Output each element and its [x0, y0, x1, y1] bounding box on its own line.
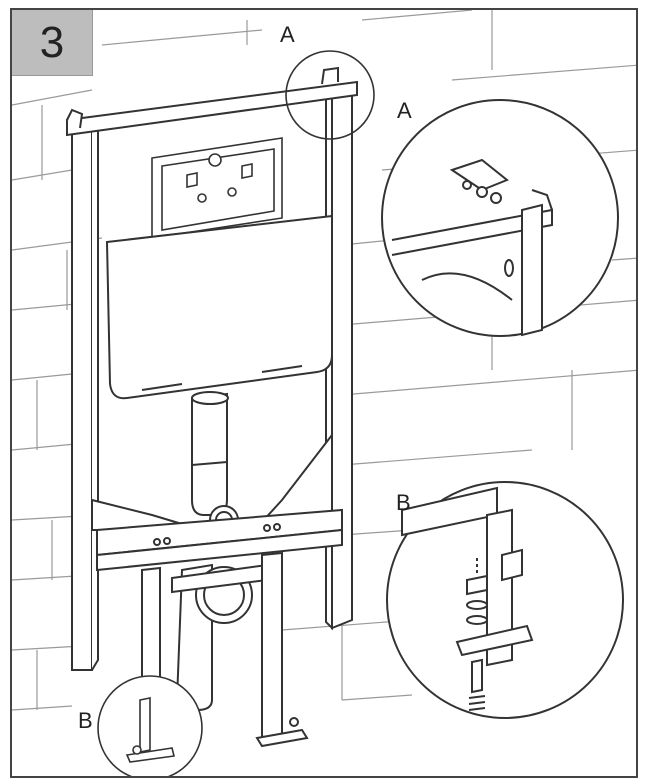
flush-pipe [191, 391, 239, 535]
callout-label-b-marker: B [78, 708, 93, 733]
drain-connector [171, 563, 268, 711]
callout-label-a-marker: A [280, 22, 295, 47]
callout-label-a-detail: A [397, 98, 412, 123]
instruction-panel: 3 A A B B [10, 8, 638, 778]
cistern [105, 214, 333, 400]
callout-label-b-detail: B [396, 490, 411, 515]
top-rail [66, 66, 358, 137]
lower-crossbar [91, 432, 343, 572]
step-number-badge: 3 [12, 10, 93, 76]
installation-illustration [12, 10, 636, 776]
detail-marker-b [97, 675, 203, 776]
mounting-plate [151, 137, 283, 239]
detail-zoom-a [381, 99, 619, 337]
detail-zoom-b [386, 481, 624, 719]
detail-marker-a [285, 50, 375, 140]
